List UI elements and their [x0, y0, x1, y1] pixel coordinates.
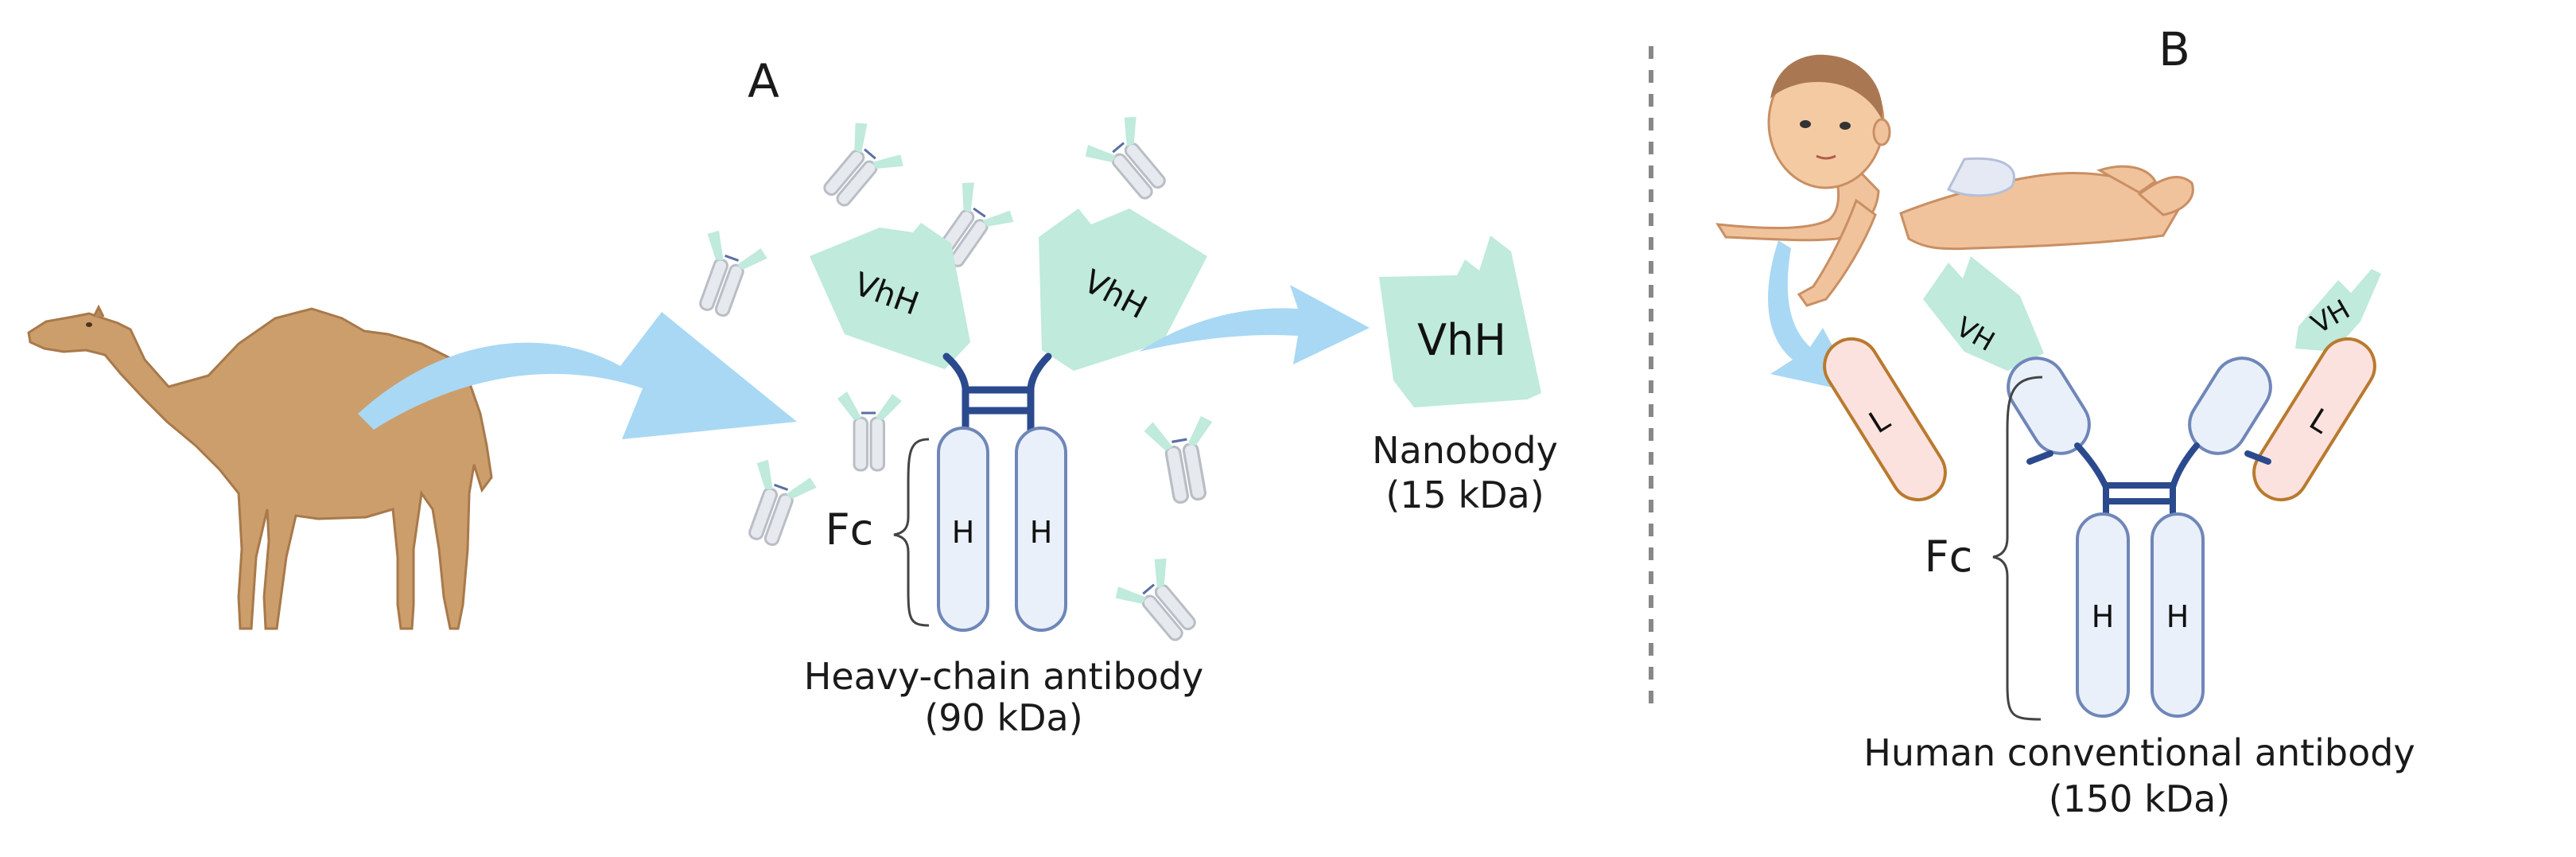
human-antibody-mass: (150 kDa)	[2049, 777, 2231, 820]
hinge-region-b	[2026, 442, 2271, 520]
nanobody-mass: (15 kDa)	[1385, 473, 1544, 516]
heavy-label-left: H	[952, 515, 975, 550]
nanobody-domain	[1379, 236, 1541, 407]
fc-brace-b	[1992, 376, 2043, 721]
heavy-arm-left	[2007, 356, 2091, 455]
panel-b-letter: B	[2158, 22, 2190, 76]
camel-icon	[27, 304, 493, 630]
vhh-domain-right	[1039, 208, 1207, 371]
hinge-region	[942, 353, 1052, 434]
vh-domain-right	[2295, 269, 2381, 352]
vhh-domain-left	[810, 223, 970, 369]
heavy-label-right: H	[1030, 515, 1053, 550]
light-chain-right	[2252, 337, 2376, 501]
human-conventional-antibody: VH L VH L H H Fc	[1823, 256, 2381, 721]
arrow-antibody-to-nanobody	[1139, 285, 1370, 364]
heavy-label-left-b: H	[2092, 599, 2115, 634]
light-chain-left	[1823, 337, 1947, 501]
heavy-chain-antibody-mass: (90 kDa)	[924, 696, 1082, 739]
panel-a: A VhH VhH	[27, 54, 1558, 739]
heavy-chain-antibody-name: Heavy-chain antibody	[804, 655, 1203, 698]
panel-b: B VH L VH L	[1715, 22, 2415, 820]
fc-label-b: Fc	[1925, 532, 1973, 582]
heavy-chain-left	[937, 427, 989, 632]
nanobody-vhh-label: VhH	[1417, 315, 1506, 365]
baby-icon	[1715, 54, 2194, 307]
heavy-arm-right	[2188, 356, 2272, 455]
vh-domain-left	[1923, 256, 2044, 371]
panel-a-letter: A	[748, 54, 779, 108]
heavy-chain-right	[1015, 427, 1067, 632]
heavy-label-right-b: H	[2166, 599, 2189, 634]
fc-brace-a	[893, 438, 930, 627]
human-antibody-name: Human conventional antibody	[1863, 731, 2415, 774]
nanobody-name: Nanobody	[1372, 429, 1558, 472]
fc-label-a: Fc	[826, 504, 874, 555]
heavy-chain-right-b	[2151, 512, 2205, 718]
heavy-chain-antibody: VhH VhH H H Fc	[810, 208, 1207, 632]
arrow-camel-to-antibody	[358, 312, 797, 439]
heavy-chain-left-b	[2076, 512, 2130, 718]
